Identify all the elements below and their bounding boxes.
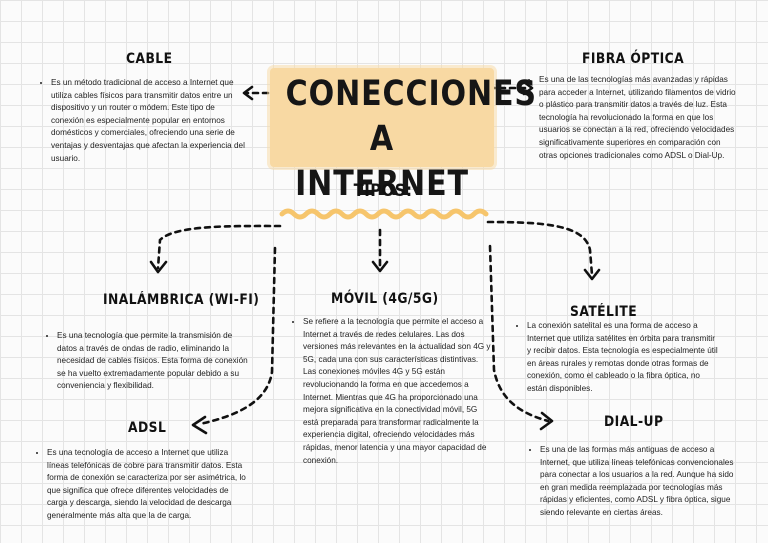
arrow-to-wifi [156,224,282,270]
fibra-heading: FIBRA ÓPTICA [582,51,685,67]
cable-description: Es un método tradicional de acceso a Int… [40,77,245,165]
dialup-text: Es una de las formas más antiguas de acc… [540,444,736,520]
tipos-underline [279,208,489,220]
movil-text: Se refiere a la tecnología que permite e… [303,316,492,467]
fibra-description: Es una de las tecnologías más avanzadas … [528,74,736,162]
wifi-text: Es una tecnología que permite la transmi… [57,330,251,393]
fibra-text: Es una de las tecnologías más avanzadas … [539,74,736,162]
arrow-to-adsl [198,246,277,426]
main-title: CONECCIONES A INTERNET [285,72,537,207]
satelite-heading: SATÉLITE [570,304,638,320]
tipos-label: TIPOS: [353,181,413,201]
dialup-heading: DIAL-UP [604,414,664,430]
dialup-description: Es una de las formas más antiguas de acc… [529,444,736,520]
cable-text: Es un método tradicional de acceso a Int… [51,77,245,165]
movil-description: Se refiere a la tecnología que permite e… [292,316,492,467]
satelite-text: La conexión satelital es una forma de ac… [527,320,721,396]
arrow-to-satelite [486,220,594,277]
title-line-2: A INTERNET [295,119,469,204]
adsl-description: Es una tecnología de acceso a Internet q… [36,447,251,523]
adsl-heading: ADSL [128,420,167,436]
wifi-heading: INALÁMBRICA (WI-FI) [103,292,260,308]
adsl-text: Es una tecnología de acceso a Internet q… [47,447,251,523]
cable-heading: CABLE [126,51,173,67]
title-line-1: CONECCIONES [285,74,537,114]
wifi-description: Es una tecnología que permite la transmi… [46,330,251,393]
title-highlight [270,68,494,167]
arrow-to-dialup [488,244,550,423]
satelite-description: La conexión satelital es una forma de ac… [516,320,721,396]
movil-heading: MÓVIL (4G/5G) [331,291,439,307]
